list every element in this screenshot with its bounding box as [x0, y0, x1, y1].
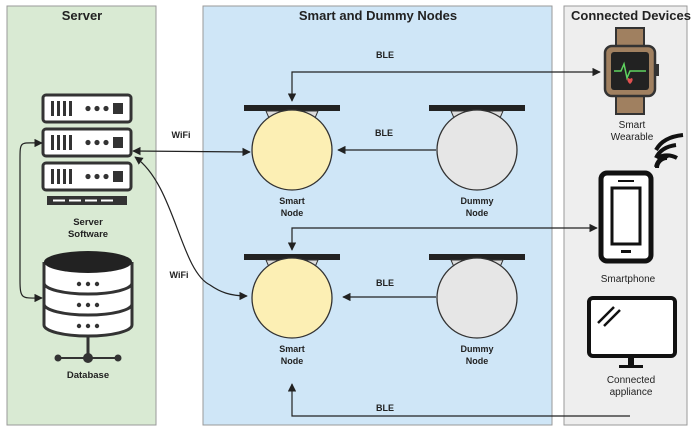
smart-node-bottom-label-1: Smart: [279, 344, 305, 354]
ble-wearable-link: [287, 67, 601, 102]
appliance-label-1: Connected: [607, 375, 655, 386]
server-software-label-1: Server: [73, 217, 103, 228]
server-rack-icon: [41, 93, 133, 205]
dummy-node-bottom-label-2: Node: [466, 356, 489, 366]
smartwatch-icon: [603, 27, 659, 115]
nodes-panel-title: Smart and Dummy Nodes: [299, 8, 457, 23]
nodes-panel: [202, 5, 553, 426]
appliance-label-2: appliance: [610, 387, 653, 398]
monitor-icon: [587, 296, 677, 368]
server-panel-title: Server: [62, 8, 102, 23]
dummy-node-bottom-icon: [429, 254, 525, 339]
ble-appliance-link: [287, 383, 630, 417]
wearable-label-2: Wearable: [611, 132, 654, 143]
smartphone-icon: [598, 170, 654, 264]
dummy-node-top-icon: [429, 105, 525, 191]
smart-node-bottom-icon: [244, 254, 340, 339]
server-panel: [6, 5, 157, 426]
wifi-top-label: WiFi: [172, 130, 191, 140]
smartphone-label: Smartphone: [601, 274, 656, 285]
wifi-bottom-link: [134, 156, 248, 301]
smart-node-top-label-2: Node: [281, 208, 304, 218]
wearable-label-1: Smart: [619, 120, 646, 131]
server-software-label-2: Software: [68, 229, 108, 240]
dummy-node-bottom-label-1: Dummy: [460, 344, 493, 354]
devices-panel-title: Connected Devices: [571, 8, 691, 23]
database-label: Database: [67, 370, 109, 381]
ble-smartphone-link: [287, 223, 598, 251]
wifi-top-link: [132, 146, 251, 157]
wifi-bottom-label: WiFi: [170, 270, 189, 280]
ble-bottom-dummy-label: BLE: [376, 278, 394, 288]
ble-wearable-label: BLE: [376, 50, 394, 60]
smart-node-top-label-1: Smart: [279, 196, 305, 206]
ble-top-dummy-label: BLE: [375, 128, 393, 138]
signal-arcs-icon: [654, 133, 684, 168]
smart-node-top-icon: [244, 105, 340, 191]
ble-appliance-label: BLE: [376, 403, 394, 413]
smart-node-bottom-label-2: Node: [281, 356, 304, 366]
database-icon: [42, 251, 134, 363]
server-database-link: [19, 138, 43, 303]
dummy-node-top-label-2: Node: [466, 208, 489, 218]
dummy-node-top-label-1: Dummy: [460, 196, 493, 206]
